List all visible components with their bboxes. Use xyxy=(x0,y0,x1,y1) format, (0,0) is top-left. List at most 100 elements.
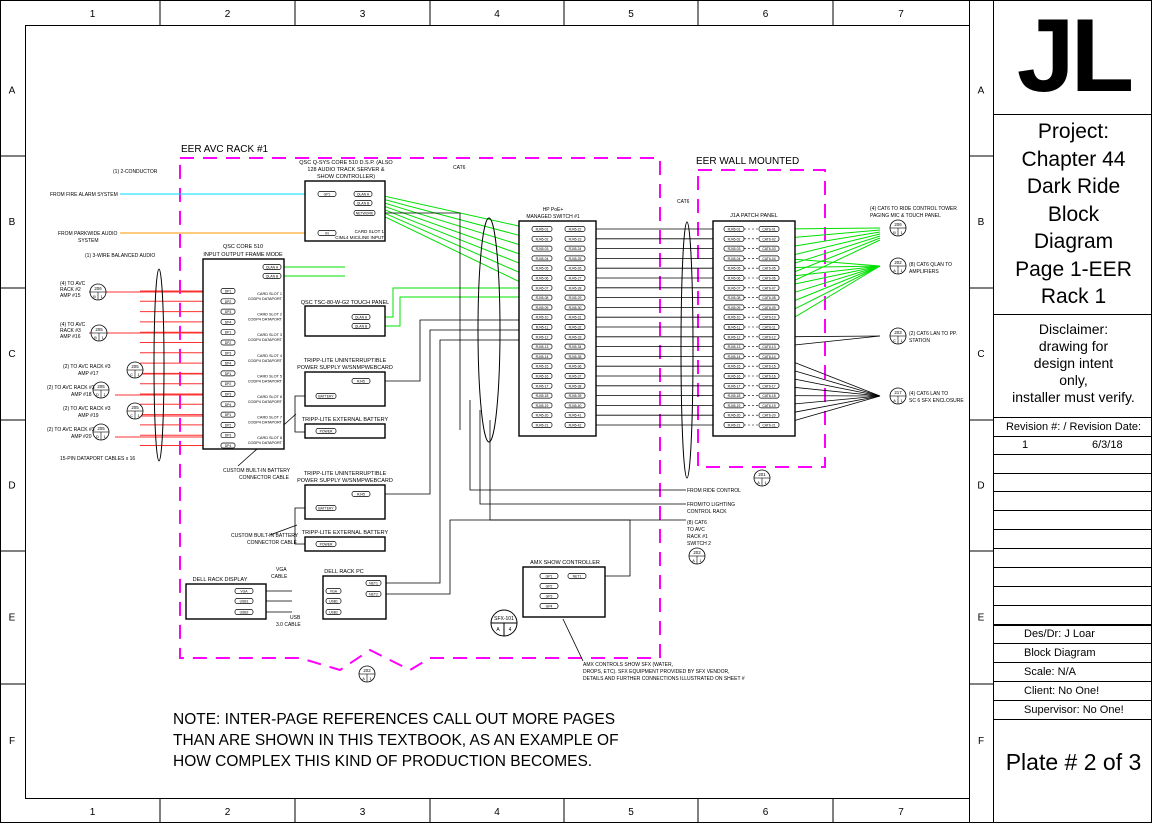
ref-zone: B xyxy=(93,295,96,299)
dsp-title-2: 128 AUDIO TRACK SERVER & xyxy=(307,167,384,173)
patch-cat6-19: CAT6-19 xyxy=(758,402,780,409)
switch-port-08: RJ45-08 xyxy=(531,294,553,301)
patch-cat6-18: CAT6-18 xyxy=(758,392,780,399)
label-amp20-1: (2) TO AVC RACK #3 xyxy=(47,427,95,433)
sfx-bubble-b: 4 xyxy=(509,627,512,633)
pc-port-usb2-label: USB2 xyxy=(329,611,338,615)
patch-rj45-07: RJ45-07 xyxy=(723,284,745,291)
annotation-labels: (1) 2-CONDUCTOR FROM FIRE ALARM SYSTEM F… xyxy=(47,165,964,682)
amx-port-gp1-label: GP1 xyxy=(546,575,553,579)
core-port-dp-14-label: DP2 xyxy=(225,423,232,427)
dsp-port-qlan-b-label: QLAN B xyxy=(357,202,370,206)
switch-port-25-label: RJ45-25 xyxy=(569,257,582,261)
patch-cat6-07: CAT6-07 xyxy=(758,284,780,291)
label-avc2-3: AMP #15 xyxy=(60,293,81,299)
label-avc3-1: (4) TO AVC xyxy=(60,322,86,328)
switch-port-29: RJ45-29 xyxy=(564,294,586,301)
label-pp-station-1: (2) CAT6 LAN TO PP. xyxy=(909,331,957,337)
display-port-usb2-label: USB2 xyxy=(240,611,249,615)
revision-line xyxy=(994,605,1152,606)
label-ride-control: FROM RIDE CONTROL xyxy=(687,488,741,494)
project-line-4: Block xyxy=(1047,202,1100,226)
revision-header: Revision #: / Revision Date: xyxy=(994,418,1152,437)
ref-zone: A xyxy=(893,399,896,403)
patch-cat6-18-label: CAT6-18 xyxy=(762,394,775,398)
region-boundaries xyxy=(179,157,826,672)
wall-region-label: EER WALL MOUNTED xyxy=(696,156,799,167)
ref-col: 1 xyxy=(103,393,105,397)
core-port-dp-1-label: DP1 xyxy=(225,290,232,294)
patch-cat6-02: CAT6-02 xyxy=(758,235,780,242)
label-amp17-1: (2) TO AVC RACK #3 xyxy=(63,364,111,370)
label-usb-1: USB xyxy=(290,615,301,621)
core-card-type-6: CODP4 DATAPORT xyxy=(248,400,283,404)
project-line-2: Chapter 44 xyxy=(1021,147,1126,171)
switch-port-22-label: RJ45-22 xyxy=(569,228,582,232)
label-cat6-avc-3: RACK #1 xyxy=(687,534,708,540)
designer-row xyxy=(994,624,1152,626)
dsp-port-gp1: GP1 xyxy=(317,191,337,197)
patch-cat6-01-label: CAT6-01 xyxy=(762,228,775,232)
patch-rj45-07-label: RJ45-07 xyxy=(728,286,741,290)
note-line-3: HOW COMPLEX THIS KIND OF PRODUCTION BECO… xyxy=(173,753,592,770)
patch-cat6-03-label: CAT6-03 xyxy=(762,247,775,251)
patch-rj45-02-label: RJ45-02 xyxy=(728,237,741,241)
switch-port-01-label: RJ45-01 xyxy=(536,228,549,232)
patch-rj45-18-label: RJ45-18 xyxy=(728,394,741,398)
core-port-dp-4-label: DP4 xyxy=(225,320,232,324)
core-card-type-2: CODP4 DATAPORT xyxy=(248,318,283,322)
revision-number: 1 xyxy=(1022,439,1029,451)
qlan-network-lines xyxy=(281,193,881,328)
patch-rj45-17: RJ45-17 xyxy=(723,382,745,389)
designer-cell: Des/Dr: J Loar xyxy=(994,625,1152,644)
switch-port-35: RJ45-35 xyxy=(564,353,586,360)
ref-sheet: 206 xyxy=(94,286,102,291)
core-port-dp-7: DP3 xyxy=(220,349,236,356)
switch-port-15-label: RJ45-15 xyxy=(536,365,549,369)
switch-port-27-label: RJ45-27 xyxy=(569,277,582,281)
label-battery-cable-1b: CONNECTOR CABLE xyxy=(239,475,290,481)
core-port-dp-6: DP2 xyxy=(220,339,236,346)
display-port-vga: VGA xyxy=(234,588,254,594)
ref-zone: C xyxy=(893,339,896,343)
patch-rj45-11-label: RJ45-11 xyxy=(728,326,741,330)
qsc-core-510-io: QSC CORE 510 INPUT OUTPUT FRAME MODE QLA… xyxy=(202,244,285,450)
core-title-2: INPUT OUTPUT FRAME MODE xyxy=(203,252,283,258)
core-port-dp-3: DP3 xyxy=(220,308,236,315)
label-cat6-b: CAT6 xyxy=(677,199,690,205)
disclaimer-line-2: drawing for xyxy=(1038,338,1109,354)
patch-cat6-02-label: CAT6-02 xyxy=(762,237,775,241)
patch-cat6-08-label: CAT6-08 xyxy=(762,296,775,300)
patch-cat6-12-label: CAT6-12 xyxy=(762,335,775,339)
project-cell: Project: Chapter 44 Dark Ride Block Diag… xyxy=(994,115,1152,315)
amx-port-gp3: GP3 xyxy=(539,593,559,599)
pc-port-usb1: USB1 xyxy=(325,598,342,604)
switch-port-31: RJ45-31 xyxy=(564,314,586,321)
amx-port-gp1: GP1 xyxy=(539,573,559,579)
core-card-slot-6: CARD SLOT 6 xyxy=(257,395,282,399)
ref-zone: D xyxy=(96,435,99,439)
patch-cat6-13: CAT6-13 xyxy=(758,343,780,350)
switch-port-04: RJ45-04 xyxy=(531,255,553,262)
disclaimer-line-3: design intent xyxy=(1033,355,1114,371)
core-port-dp-9-label: DP1 xyxy=(225,372,232,376)
grid-row-left-B: B xyxy=(9,217,16,228)
ref-col: 1 xyxy=(137,414,139,418)
patch-cat6-10: CAT6-10 xyxy=(758,314,780,321)
amx-port-gp2: GP2 xyxy=(539,583,559,589)
switch-port-39: RJ45-39 xyxy=(564,392,586,399)
scale-cell: Scale: N/A xyxy=(994,663,1152,682)
project-line-7: Rack 1 xyxy=(1040,285,1107,308)
switch-port-23-label: RJ45-23 xyxy=(569,237,582,241)
switch-port-29-label: RJ45-29 xyxy=(569,296,582,300)
ups1-title-2: POWER SUPPLY W/SNMPWEBCARD xyxy=(297,365,393,371)
core-card-slot-8: CARD SLOT 8 xyxy=(257,436,282,440)
ref-zone: A xyxy=(893,269,896,273)
sfx-bubble-a: A xyxy=(496,627,500,633)
